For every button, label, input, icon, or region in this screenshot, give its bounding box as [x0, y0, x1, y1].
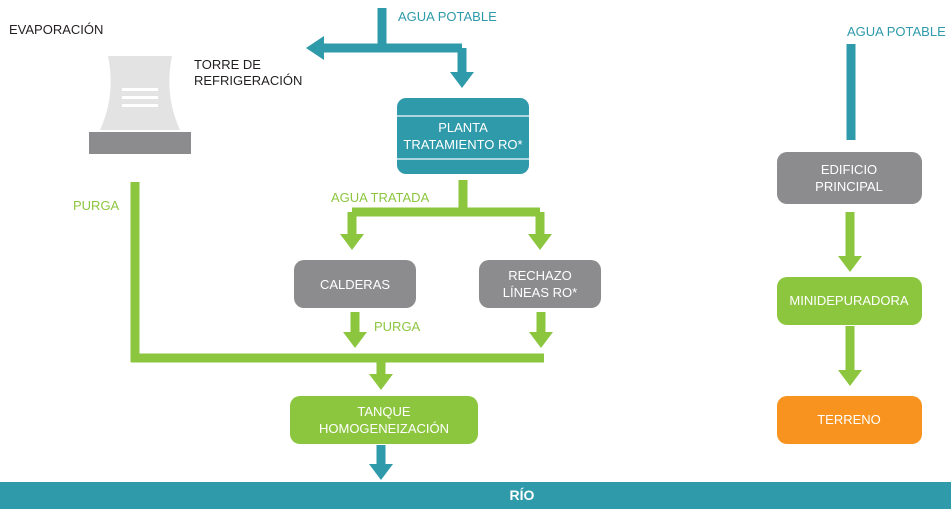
box-terreno: TERRENO: [777, 396, 922, 444]
box-rechazo-lineas: RECHAZO LÍNEAS RO*: [479, 260, 601, 308]
arrow-down-rio-icon: [369, 464, 393, 480]
box-tanque-homogeneizacion: TANQUE HOMOGENEIZACIÓN: [290, 396, 478, 444]
planta-line2: TRATAMIENTO RO*: [403, 137, 522, 152]
minidepuradora-line1: MINIDEPURADORA: [789, 293, 909, 308]
box-minidepuradora: MINIDEPURADORA: [777, 277, 922, 325]
edificio-line2: PRINCIPAL: [815, 179, 883, 194]
green-arrowheads: [340, 234, 862, 390]
label-purga-mid: PURGA: [374, 319, 421, 334]
box-calderas: CALDERAS: [294, 260, 416, 308]
calderas-line1: CALDERAS: [320, 277, 390, 292]
arrow-down-terreno-icon: [838, 370, 862, 386]
tanque-line2: HOMOGENEIZACIÓN: [319, 421, 449, 436]
label-agua-tratada: AGUA TRATADA: [331, 190, 430, 205]
tanque-line1: TANQUE: [357, 404, 411, 419]
arrow-down-planta-icon: [450, 72, 474, 88]
cooling-tower-icon: [89, 56, 191, 154]
label-evaporacion: EVAPORACIÓN: [9, 22, 103, 37]
rechazo-line2: LÍNEAS RO*: [503, 285, 577, 300]
rechazo-line1: RECHAZO: [508, 268, 572, 283]
teal-arrowheads: [306, 36, 474, 480]
arrow-down-calderas-icon: [340, 234, 364, 250]
arrow-down-tanque-icon: [369, 374, 393, 390]
box-planta-tratamiento: PLANTA TRATAMIENTO RO*: [397, 98, 529, 174]
label-torre-line1: TORRE DE: [194, 57, 261, 72]
arrow-down-minidepuradora-icon: [838, 256, 862, 272]
green-pipes: [130, 180, 855, 376]
arrow-down-rechazo-icon: [528, 234, 552, 250]
terreno-line1: TERRENO: [817, 412, 881, 427]
label-agua-potable-right: AGUA POTABLE: [847, 24, 946, 39]
river-label: RÍO: [510, 487, 535, 503]
edificio-line1: EDIFICIO: [821, 162, 877, 177]
arrow-down-purga-calderas-icon: [343, 332, 367, 348]
river-band: RÍO: [0, 482, 951, 509]
arrow-left-evaporacion-icon: [306, 36, 324, 60]
planta-line1: PLANTA: [438, 120, 488, 135]
label-purga-left: PURGA: [73, 198, 120, 213]
teal-pipes: [322, 8, 856, 466]
label-torre-line2: REFRIGERACIÓN: [194, 73, 302, 88]
arrow-down-purga-rechazo-icon: [529, 332, 553, 348]
label-agua-potable-left: AGUA POTABLE: [398, 9, 497, 24]
box-edificio-principal: EDIFICIO PRINCIPAL: [777, 152, 922, 204]
